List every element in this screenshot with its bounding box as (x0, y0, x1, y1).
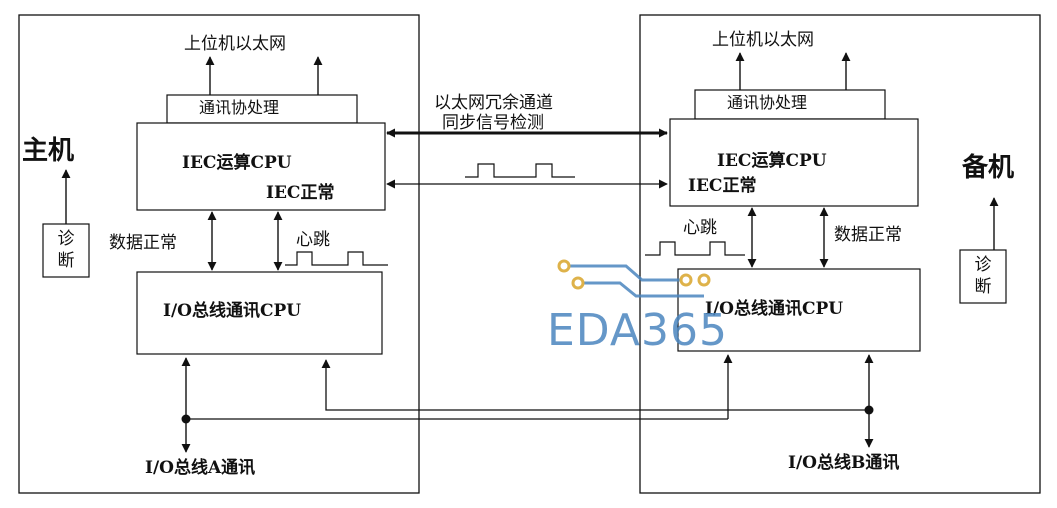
primary-data-ok-label: 数据正常 (109, 233, 177, 253)
primary-diag-label: 诊断 (57, 229, 75, 271)
backup-protocol-box (694, 89, 886, 120)
primary-iec-cpu-label: IEC运算CPU (182, 153, 292, 173)
primary-heartbeat-pulse (285, 251, 388, 266)
bus-a-label: I/O总线A通讯 (145, 458, 256, 478)
backup-io-cpu-label: I/O总线通讯CPU (705, 299, 844, 319)
redundant-channel-label: 以太网冗余通道 (434, 93, 553, 113)
primary-diag-box (42, 223, 90, 278)
primary-protocol-box (166, 94, 358, 124)
primary-frame (18, 14, 420, 494)
backup-frame (639, 14, 1041, 494)
backup-data-ok-label: 数据正常 (834, 225, 902, 245)
watermark-traces (557, 259, 711, 298)
primary-ethernet-label: 上位机以太网 (184, 34, 286, 54)
backup-diag-label: 诊断 (974, 255, 992, 297)
primary-io-cpu-label: I/O总线通讯CPU (163, 301, 302, 321)
bus-b-junction (864, 405, 874, 415)
backup-ethernet-label: 上位机以太网 (712, 30, 814, 50)
primary-heartbeat-label: 心跳 (296, 230, 330, 250)
backup-iec-ok-label: IEC正常 (688, 176, 757, 196)
watermark-logo: EDA365 (547, 305, 728, 356)
primary-iec-cpu-box (136, 122, 386, 211)
bus-b-cross-line (321, 359, 869, 411)
primary-iec-ok-label: IEC正常 (266, 183, 335, 203)
bus-a-junction (181, 414, 191, 424)
backup-title: 备机 (962, 153, 1015, 183)
backup-diag-box (959, 249, 1007, 304)
backup-iec-cpu-label: IEC运算CPU (717, 151, 827, 171)
sync-detect-label: 同步信号检测 (442, 113, 544, 133)
backup-protocol-label: 通讯协处理 (727, 93, 808, 112)
backup-io-cpu-box (677, 268, 921, 352)
bus-b-label: I/O总线B通讯 (788, 453, 900, 473)
primary-io-cpu-box (136, 271, 383, 355)
primary-title: 主机 (22, 136, 75, 166)
backup-iec-cpu-box (669, 118, 919, 207)
backup-heartbeat-label: 心跳 (683, 218, 717, 238)
sync-pulse (465, 163, 575, 178)
primary-protocol-label: 通讯协处理 (199, 98, 280, 117)
backup-heartbeat-pulse (645, 241, 745, 256)
